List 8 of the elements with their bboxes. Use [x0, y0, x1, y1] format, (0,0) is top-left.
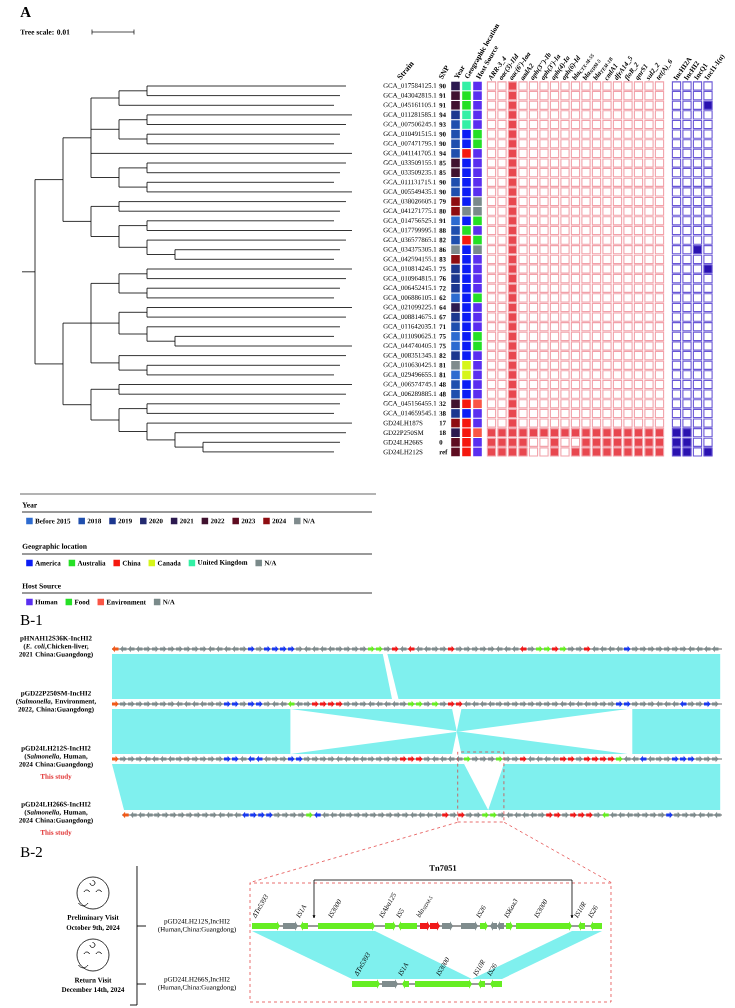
panel-letter: B-2 [20, 847, 42, 857]
panel-letter: A [20, 7, 31, 17]
zoom-box [249, 882, 612, 1003]
zoom-line [249, 822, 458, 883]
transposon-name: Tn7051 [429, 865, 457, 871]
zoom-line [503, 822, 612, 883]
panel-letter: B-1 [20, 615, 42, 625]
zoom-box [457, 751, 505, 823]
